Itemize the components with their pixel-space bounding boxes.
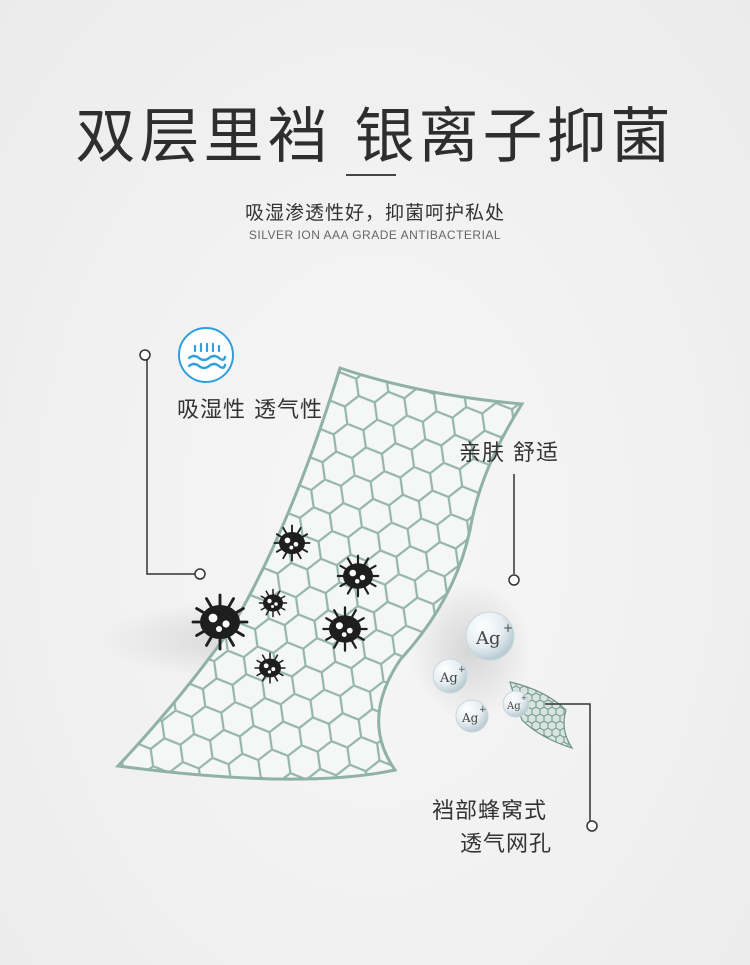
silver-ion-icon: Ag + xyxy=(455,699,489,733)
bacteria-icon xyxy=(191,593,249,651)
ion-charge: + xyxy=(503,621,513,635)
callout-lines xyxy=(139,349,598,832)
page-subtitle: 吸湿渗透性好，抑菌呵护私处 xyxy=(244,202,505,224)
ion-charge: + xyxy=(479,705,487,715)
bacteria-group xyxy=(191,524,380,684)
water-wave-icon xyxy=(178,327,234,383)
bacteria-icon xyxy=(273,524,311,562)
feature-skin-label: 亲肤 舒适 xyxy=(459,441,559,466)
title-divider xyxy=(346,174,396,176)
ion-label: Ag xyxy=(461,711,479,725)
feature-moisture-label: 吸湿性 透气性 xyxy=(177,398,323,423)
page-title: 双层里裆 银离子抑菌 xyxy=(75,102,675,172)
ion-charge: + xyxy=(458,665,466,675)
honeycomb-mesh xyxy=(118,368,522,780)
silver-ion-icon: Ag + xyxy=(465,611,515,661)
bacteria-icon xyxy=(336,554,380,598)
bacteria-icon xyxy=(322,606,368,652)
feature-mesh-label-line1: 裆部蜂窝式 xyxy=(432,799,548,824)
ion-label: Ag xyxy=(475,628,501,649)
ion-label: Ag xyxy=(439,671,458,686)
silver-ion-icon: Ag + xyxy=(432,658,468,694)
page-subtitle-english: SILVER ION AAA GRADE ANTIBACTERIAL xyxy=(248,228,502,242)
ion-label: Ag xyxy=(506,701,521,712)
ion-charge: + xyxy=(521,694,527,702)
bacteria-icon xyxy=(254,652,286,684)
silver-ion-icon: Ag + xyxy=(502,690,530,718)
bacteria-icon xyxy=(258,588,288,618)
feature-mesh-label-line2: 透气网孔 xyxy=(460,832,553,857)
silver-ions: Ag + Ag + Ag + Ag + xyxy=(432,611,530,733)
